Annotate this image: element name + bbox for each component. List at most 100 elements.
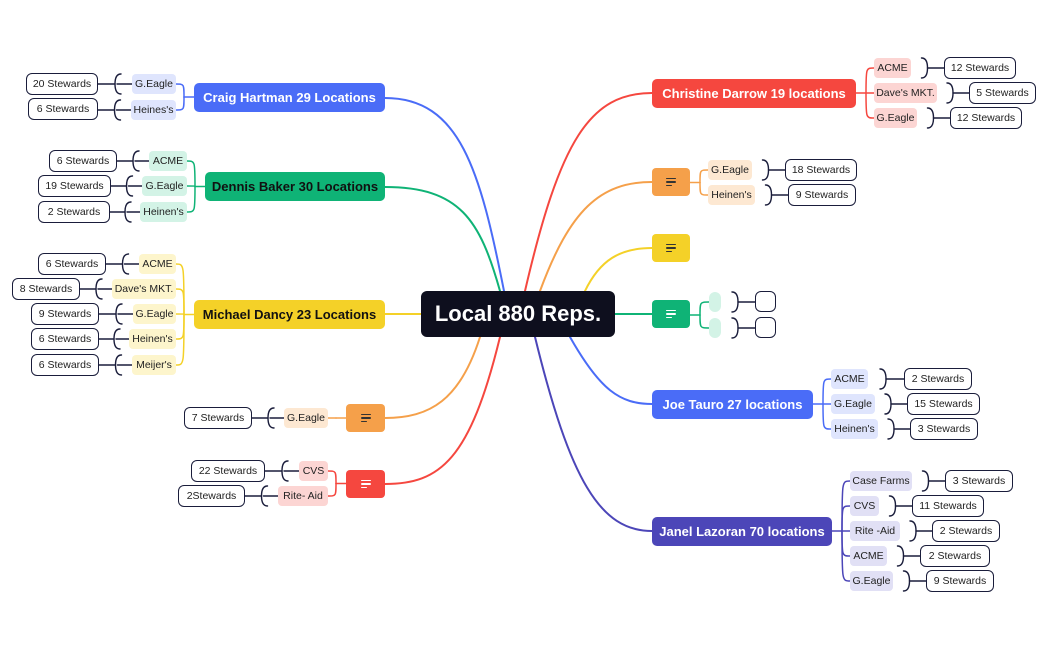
- connector-line: [841, 530, 851, 557]
- stewards-christine-acme[interactable]: 12 Stewards: [944, 57, 1016, 79]
- connector-line: [524, 92, 653, 292]
- central-topic[interactable]: Local 880 Reps.: [421, 291, 615, 337]
- store-dennis-geagle[interactable]: G.Eagle: [142, 176, 187, 196]
- store-orange-right-geagle[interactable]: G.Eagle: [708, 160, 752, 180]
- stewards-janel-cvs[interactable]: 11 Stewards: [912, 495, 984, 517]
- store-michael-acme[interactable]: ACME: [139, 254, 176, 274]
- stewards-janel-riteaid[interactable]: 2 Stewards: [932, 520, 1000, 542]
- stewards-joe-acme[interactable]: 2 Stewards: [904, 368, 972, 390]
- connector-line: [175, 83, 185, 98]
- stewards-michael-daves[interactable]: 8 Stewards: [12, 278, 80, 300]
- empty-subtopic[interactable]: [709, 318, 721, 338]
- connector-line: [327, 470, 337, 485]
- stewards-dennis-geagle[interactable]: 19 Stewards: [38, 175, 111, 197]
- stewards-orange-left-geagle[interactable]: 7 Stewards: [184, 407, 252, 429]
- store-michael-daves[interactable]: Dave's MKT.: [112, 279, 176, 299]
- store-dennis-heinens[interactable]: Heinen's: [140, 202, 187, 222]
- stewards-craig-geagle[interactable]: 20 Stewards: [26, 73, 98, 95]
- branch-janel-lazoran[interactable]: Janel Lazoran 70 locations: [652, 517, 832, 546]
- store-joe-acme[interactable]: ACME: [831, 369, 868, 389]
- stewards-michael-meijers[interactable]: 6 Stewards: [31, 354, 99, 376]
- branch-christine-darrow[interactable]: Christine Darrow 19 locations: [652, 79, 856, 108]
- branch-craig-hartman[interactable]: Craig Hartman 29 Locations: [194, 83, 385, 112]
- stewards-michael-heinens[interactable]: 6 Stewards: [31, 328, 99, 350]
- stewards-michael-geagle[interactable]: 9 Stewards: [31, 303, 99, 325]
- connector-line: [764, 184, 773, 206]
- store-christine-daves[interactable]: Dave's MKT.: [874, 83, 937, 103]
- store-orange-left-geagle[interactable]: G.Eagle: [284, 408, 328, 428]
- connector-line: [186, 160, 196, 188]
- stewards-joe-geagle[interactable]: 15 Stewards: [907, 393, 980, 415]
- stewards-orange-right-geagle[interactable]: 18 Stewards: [785, 159, 857, 181]
- connector-line: [699, 314, 710, 329]
- branch-joe-tauro[interactable]: Joe Tauro 27 locations: [652, 390, 813, 419]
- connector-line: [761, 159, 770, 181]
- store-craig-geagle[interactable]: G.Eagle: [132, 74, 176, 94]
- branch-dennis-baker[interactable]: Dennis Baker 30 Locations: [205, 172, 385, 201]
- store-michael-heinens[interactable]: Heinen's: [129, 329, 176, 349]
- note-topic-orange-right[interactable]: [652, 168, 690, 196]
- notes-icon: [360, 479, 371, 489]
- notes-icon: [666, 309, 676, 319]
- notes-icon: [360, 413, 371, 423]
- stewards-craig-heines[interactable]: 6 Stewards: [28, 98, 98, 120]
- empty-leaf[interactable]: [755, 317, 776, 338]
- store-michael-meijers[interactable]: Meijer's: [132, 355, 176, 375]
- connector-line: [175, 96, 185, 111]
- connector-line: [384, 97, 505, 292]
- store-dennis-acme[interactable]: ACME: [149, 151, 187, 171]
- store-janel-riteaid[interactable]: Rite -Aid: [850, 521, 900, 541]
- store-michael-geagle[interactable]: G.Eagle: [133, 304, 176, 324]
- stewards-janel-geagle[interactable]: 9 Stewards: [926, 570, 994, 592]
- connector-line: [946, 82, 954, 104]
- connector-line: [884, 393, 892, 415]
- note-topic-yellow-right[interactable]: [652, 234, 690, 262]
- note-topic-orange-left[interactable]: [346, 404, 385, 432]
- stewards-christine-geagle[interactable]: 12 Stewards: [950, 107, 1022, 129]
- note-topic-green-right[interactable]: [652, 300, 690, 328]
- connector-line: [902, 570, 911, 592]
- store-christine-acme[interactable]: ACME: [874, 58, 911, 78]
- stewards-janel-casefarms[interactable]: 3 Stewards: [945, 470, 1013, 492]
- empty-leaf[interactable]: [755, 291, 776, 312]
- stewards-janel-acme[interactable]: 2 Stewards: [920, 545, 990, 567]
- connector-line: [887, 418, 895, 440]
- stewards-michael-acme[interactable]: 6 Stewards: [38, 253, 106, 275]
- store-janel-geagle[interactable]: G.Eagle: [850, 571, 893, 591]
- stewards-joe-heinens[interactable]: 3 Stewards: [910, 418, 978, 440]
- connector-line: [921, 470, 930, 492]
- store-red-left-riteaid[interactable]: Rite- Aid: [278, 486, 328, 506]
- empty-subtopic[interactable]: [709, 292, 721, 312]
- connector-line: [175, 288, 185, 316]
- store-orange-right-heinens[interactable]: Heinen's: [708, 185, 755, 205]
- store-red-left-cvs[interactable]: CVS: [299, 461, 328, 481]
- store-craig-heines[interactable]: Heines's: [131, 100, 176, 120]
- stewards-orange-right-heinens[interactable]: 9 Stewards: [788, 184, 856, 206]
- store-janel-acme[interactable]: ACME: [850, 546, 887, 566]
- connector-line: [569, 336, 653, 405]
- stewards-dennis-acme[interactable]: 6 Stewards: [49, 150, 117, 172]
- connector-line: [822, 378, 832, 405]
- stewards-red-left-riteaid[interactable]: 2Stewards: [178, 485, 245, 507]
- stewards-red-left-cvs[interactable]: 22 Stewards: [191, 460, 265, 482]
- connector-line: [584, 247, 653, 292]
- connector-line: [841, 505, 851, 532]
- connector-line: [699, 169, 709, 184]
- connector-line: [327, 482, 337, 497]
- store-joe-heinens[interactable]: Heinen's: [831, 419, 878, 439]
- store-joe-geagle[interactable]: G.Eagle: [831, 394, 875, 414]
- connector-line: [822, 403, 832, 430]
- note-topic-red-left[interactable]: [346, 470, 385, 498]
- store-janel-cvs[interactable]: CVS: [850, 496, 879, 516]
- store-christine-geagle[interactable]: G.Eagle: [874, 108, 917, 128]
- branch-michael-dancy[interactable]: Michael Dancy 23 Locations: [194, 300, 385, 329]
- stewards-dennis-heinens[interactable]: 2 Stewards: [38, 201, 110, 223]
- connector-line: [879, 368, 887, 390]
- connector-line: [909, 520, 917, 542]
- stewards-christine-daves[interactable]: 5 Stewards: [969, 82, 1036, 104]
- store-janel-casefarms[interactable]: Case Farms: [850, 471, 912, 491]
- connector-line: [888, 495, 897, 517]
- connector-line: [175, 313, 185, 316]
- connector-line: [175, 313, 185, 340]
- connector-line: [384, 336, 501, 485]
